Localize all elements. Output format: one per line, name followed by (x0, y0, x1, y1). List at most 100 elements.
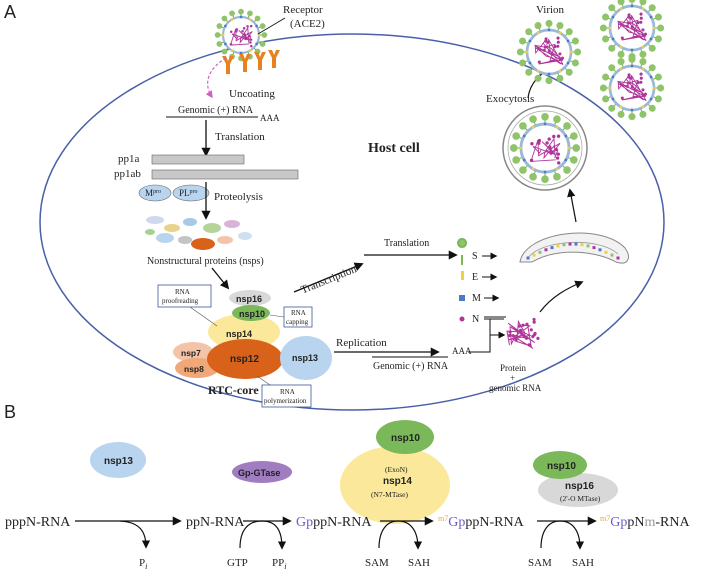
transcription-label: Transcription (299, 263, 359, 296)
protein-e-label: E (472, 272, 478, 283)
pp1ab-label: pp1ab (114, 168, 141, 180)
uncoating-label: Uncoating (229, 88, 275, 100)
sam-sah-arrow-2 (540, 520, 585, 550)
to-vesicle-arrow (567, 188, 577, 223)
n7-mtase-label: (N7-MTase) (371, 490, 408, 499)
nsp10-label: nsp10 (239, 309, 265, 319)
sah-label-2: SAH (572, 557, 594, 569)
substrate-m7gpppn-rna: m7GpppN-RNA (438, 514, 525, 530)
nsp13-label: nsp13 (292, 353, 318, 363)
aaa-mid-label: AAA (452, 346, 472, 356)
rna-join-line (468, 319, 491, 353)
proofreading-line1: RNA (175, 288, 190, 296)
mpro-label: Mpro (145, 188, 161, 198)
genomic-rna-mid-label: Genomic (+) RNA (373, 361, 449, 372)
pi-label: Pi (139, 557, 147, 571)
nsp12-blob (207, 339, 283, 379)
nsp13-enzyme (90, 442, 146, 478)
nsp14-enzyme-label: nsp14 (383, 476, 412, 487)
uncoating-arrow (205, 57, 227, 99)
e-protein-icon (461, 271, 464, 280)
nsp16-enzyme (538, 473, 618, 507)
replication-label: Replication (336, 337, 387, 349)
nsp10-enzyme-a (376, 420, 434, 454)
to-er-arrow (539, 280, 584, 313)
vesicle-inner-ring (507, 110, 583, 186)
nsp-fragments (145, 216, 252, 250)
assembly-membrane (519, 232, 629, 264)
substrate-m7gpppnm-rna: m7GppNm-RNA (600, 514, 690, 530)
nsp13-enzyme-label: nsp13 (104, 456, 133, 467)
gtase-enzyme (232, 461, 292, 483)
sam-sah-arrow-1 (378, 520, 423, 550)
protein-genomic-line1: Protein (500, 363, 526, 373)
substrate-ppn-rna: ppN-RNA (186, 515, 245, 530)
nsp13-blob (280, 336, 332, 380)
ribonucleoprotein (506, 317, 540, 349)
2o-mtase-label: (2'-O MTase) (560, 494, 601, 503)
structural-proteins (457, 238, 468, 322)
transcription-arrow (293, 262, 364, 293)
translation-label: Translation (215, 131, 265, 143)
sah-label-1: SAH (408, 557, 430, 569)
nsp10-enzyme-a-label: nsp10 (391, 433, 420, 444)
substrate-gpppn-rna: GpppN-RNA (296, 515, 372, 530)
proofreading-line2: proofreading (162, 297, 199, 305)
host-cell-label: Host cell (368, 141, 420, 156)
aaa-top-label: AAA (260, 113, 280, 123)
nsp7-label: nsp7 (181, 348, 201, 358)
capping-line2: capping (286, 318, 309, 326)
nsps-label: Nonstructural proteins (nsps) (147, 256, 264, 267)
pp1ab-bar (151, 169, 299, 180)
panel-a-letter: A (4, 2, 16, 22)
polymerization-connector (256, 375, 271, 386)
released-virion-2 (599, 0, 665, 61)
panel-b-letter: B (4, 402, 16, 422)
assembly-proteins (526, 242, 620, 260)
nsps-arrow (211, 267, 230, 290)
pp1a-label: pp1a (118, 153, 140, 165)
polymerization-line1: RNA (280, 388, 295, 396)
gtp-label: GTP (227, 557, 248, 569)
receptor-sub-label: (ACE2) (290, 18, 325, 30)
protein-genomic-line2: + (510, 373, 515, 383)
released-virion-3 (599, 55, 665, 121)
entering-virion (214, 8, 268, 62)
nsp12-label: nsp12 (230, 354, 259, 365)
s-protein-icon (457, 238, 468, 265)
proofreading-box (157, 284, 212, 308)
nsp14-label: nsp14 (226, 329, 252, 339)
nsp14-enzyme (340, 446, 450, 524)
nsp10-blob (232, 305, 270, 321)
protein-n-label: N (472, 314, 479, 325)
proofreading-connector (189, 306, 218, 327)
released-virion-1 (516, 19, 582, 85)
nsp16-enzyme-label: nsp16 (565, 481, 594, 492)
ppi-label: PPi (272, 557, 286, 571)
genomic-rna-top-label: Genomic (+) RNA (178, 105, 254, 116)
nsp16-label: nsp16 (236, 294, 262, 304)
nsp16-blob (229, 290, 271, 306)
n-protein-icon (459, 316, 465, 322)
rtc-core-label: RTC-core (208, 383, 259, 397)
nsp7-blob (173, 342, 213, 362)
exocytosis-label: Exocytosis (486, 93, 534, 105)
plpro-protease (172, 184, 210, 202)
gtp-ppi-arrow (239, 520, 287, 550)
translation-mid-label: Translation (384, 238, 429, 249)
m-protein-icon (459, 295, 465, 301)
sam-label-1: SAM (365, 557, 389, 569)
plpro-label: PLpro (179, 188, 198, 198)
protein-genomic-line3: genomic RNA (489, 383, 542, 393)
host-cell-membrane (39, 33, 665, 411)
ace2-receptors (222, 50, 280, 74)
receptor-pointer (257, 17, 286, 35)
proteolysis-label: Proteolysis (214, 191, 263, 203)
protein-m-label: M (472, 293, 481, 304)
nsp8-label: nsp8 (184, 364, 204, 374)
vesicle-virion (509, 112, 581, 184)
gtase-label: Gp-GTase (238, 468, 280, 478)
rtc-complex (173, 290, 332, 380)
